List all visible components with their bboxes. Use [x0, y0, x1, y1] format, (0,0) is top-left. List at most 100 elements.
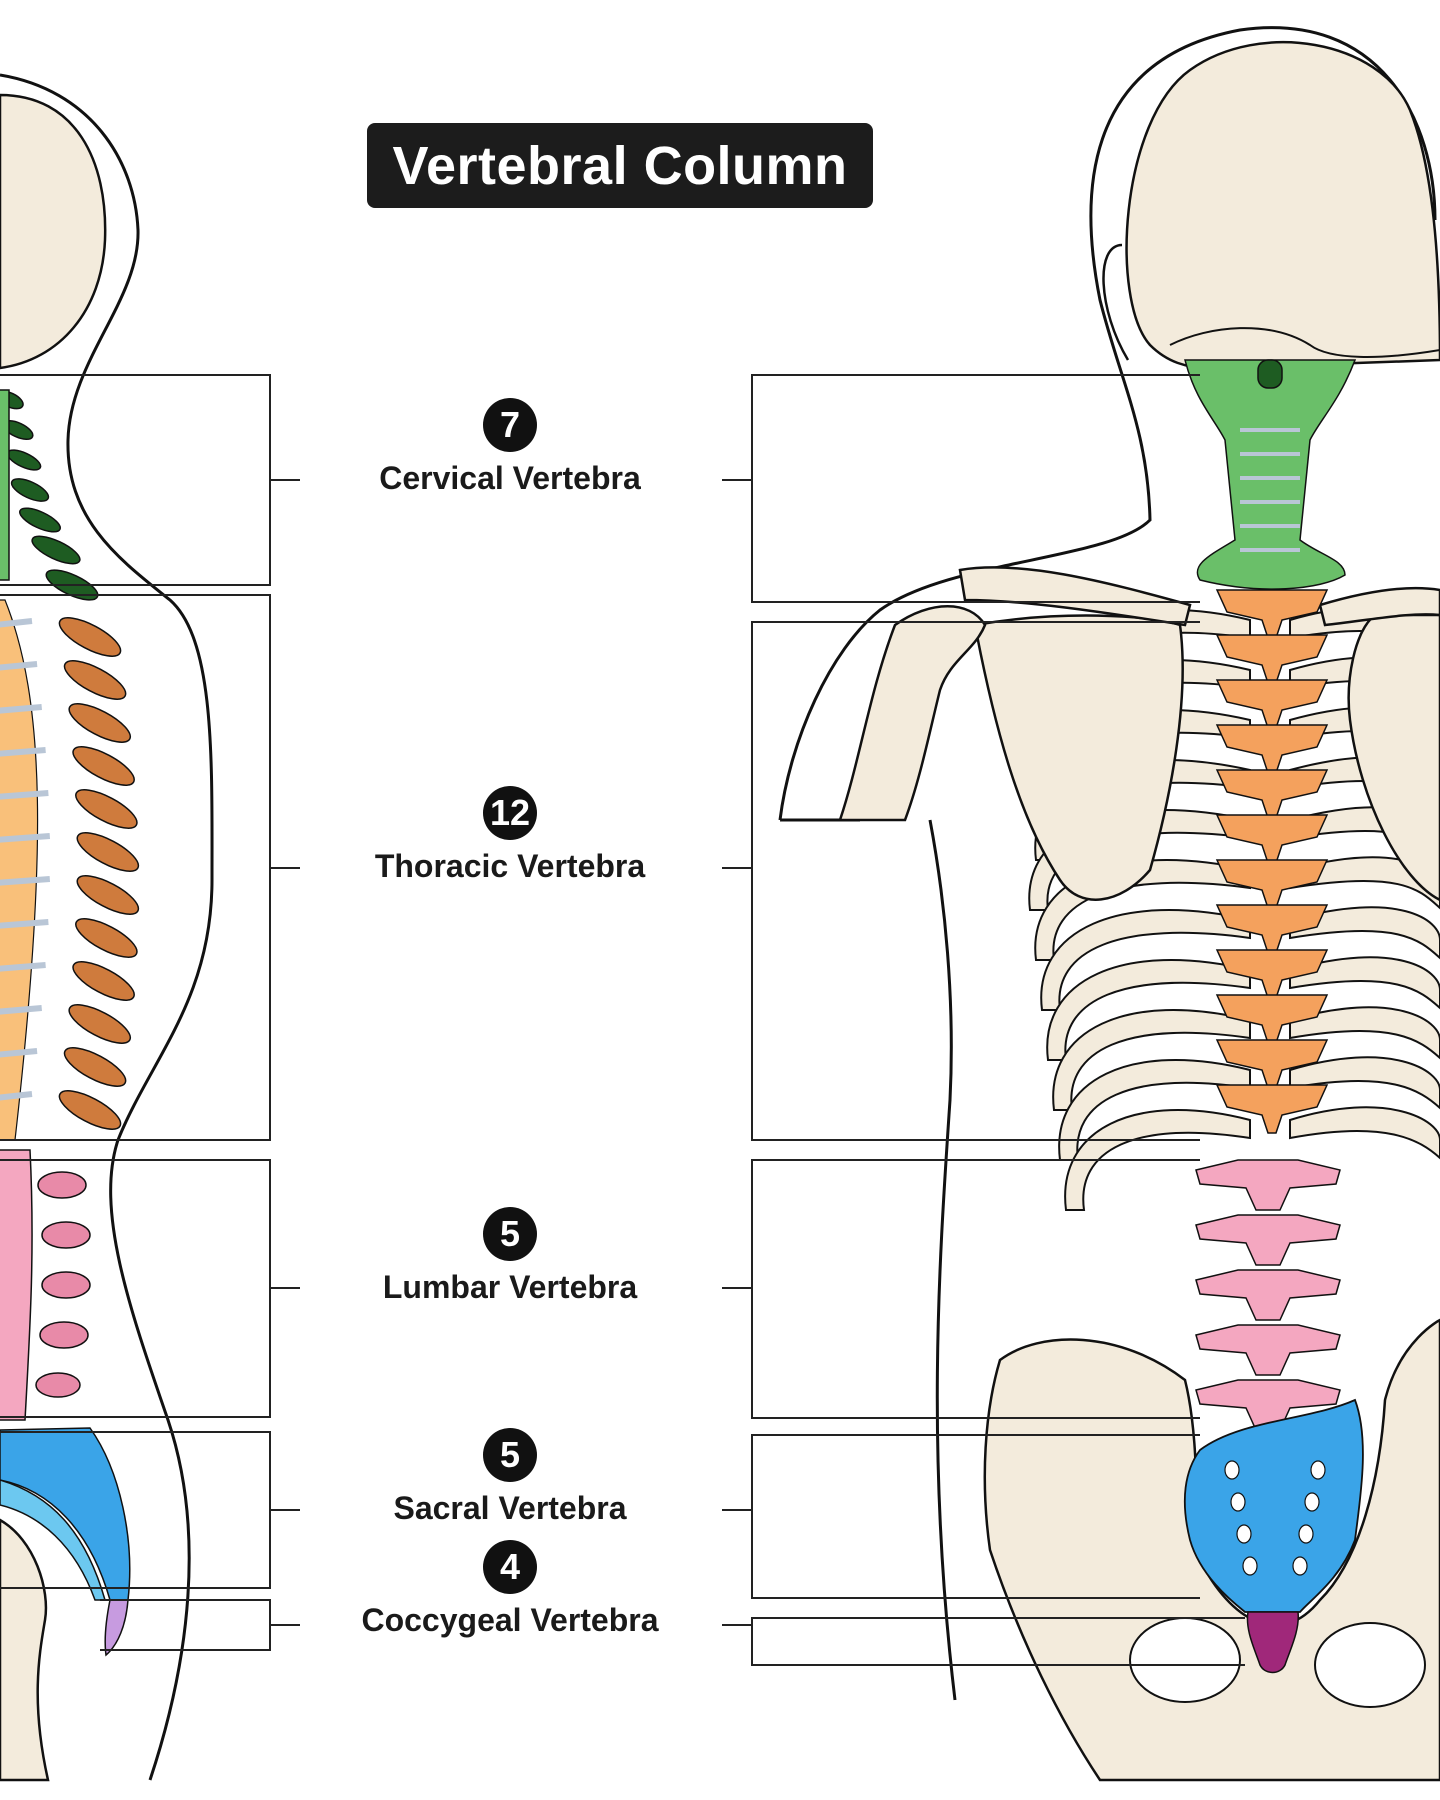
left-humerus — [838, 605, 987, 822]
lumbar-label-group: 5 Lumbar Vertebra — [330, 1207, 690, 1306]
diagram-title: Vertebral Column — [392, 135, 848, 196]
cervical-label-group: 7 Cervical Vertebra — [330, 398, 690, 497]
lumbar-vertebra — [1195, 1379, 1341, 1431]
lateral-spinous-process — [68, 703, 132, 743]
right-rib — [1289, 856, 1440, 910]
left-rib — [1064, 1109, 1251, 1211]
title-banner: Vertebral Column — [367, 123, 873, 208]
sacral-label: Sacral Vertebra — [393, 1490, 627, 1526]
lateral-disc — [0, 704, 42, 714]
coccygeal-label: Coccygeal Vertebra — [361, 1602, 659, 1638]
right-rib — [1289, 956, 1440, 1010]
right-rib — [1289, 1006, 1440, 1060]
sacral-foramen — [1304, 1492, 1320, 1512]
coccygeal-label-group: 4 Coccygeal Vertebra — [330, 1540, 690, 1639]
lateral-disc — [0, 876, 51, 886]
lateral-spinous-process — [58, 617, 122, 657]
lateral-spinous-process — [58, 1090, 122, 1130]
thoracic-vertebra — [1215, 859, 1329, 909]
sacral-foramen — [1298, 1524, 1314, 1544]
coccygeal-count-badge: 4 — [483, 1540, 537, 1594]
posterior-jaw — [1169, 327, 1440, 358]
lateral-coccyx — [104, 1599, 129, 1657]
thoracic-vertebra — [1215, 904, 1329, 954]
lumbar-vertebra — [1195, 1324, 1341, 1376]
lumbar-vertebra — [1195, 1159, 1341, 1211]
posterior-skull — [1125, 41, 1440, 370]
right-clavicle — [1318, 586, 1440, 627]
right-rib — [1289, 1056, 1440, 1110]
thoracic-count-badge: 12 — [483, 786, 537, 840]
lateral-view — [0, 73, 214, 1782]
lateral-spinous-process — [72, 746, 135, 786]
lateral-spinous-process — [75, 789, 138, 829]
sacral-foramen — [1224, 1460, 1240, 1480]
lateral-disc — [0, 790, 49, 800]
left-rib — [1046, 959, 1251, 1061]
lateral-spinous-process — [63, 660, 127, 700]
lateral-thoracic-spinous-processes — [58, 617, 140, 1130]
lateral-disc — [0, 1091, 33, 1101]
lumbar-label: Lumbar Vertebra — [382, 1269, 638, 1305]
lateral-disc — [0, 747, 46, 757]
cervical-count-badge: 7 — [483, 398, 537, 452]
cervical-label: Cervical Vertebra — [379, 460, 641, 496]
lateral-spinous-process — [76, 832, 140, 872]
posterior-coccyx — [1246, 1611, 1299, 1674]
lateral-disc — [0, 1048, 38, 1058]
sacral-foramen — [1230, 1492, 1246, 1512]
lumbar-vertebra — [1195, 1214, 1341, 1266]
posterior-ear — [1102, 243, 1130, 361]
lateral-pelvis — [0, 1518, 50, 1782]
lateral-disc — [0, 962, 46, 972]
lateral-disc — [0, 919, 49, 929]
lateral-thoracic-discs — [0, 618, 51, 1101]
lateral-body-outline — [0, 73, 214, 1781]
posterior-thoracic-vertebrae — [1215, 589, 1329, 1134]
sacral-foramen — [1292, 1556, 1308, 1576]
right-obturator — [1314, 1622, 1426, 1708]
thoracic-label-group: 12 Thoracic Vertebra — [330, 786, 690, 885]
lateral-spinous-process — [63, 1047, 127, 1087]
left-scapula — [973, 614, 1184, 901]
thoracic-vertebra — [1215, 949, 1329, 999]
lateral-lumbar — [0, 1149, 91, 1421]
sacral-foramen — [1310, 1460, 1326, 1480]
sacral-foramina — [1224, 1460, 1326, 1576]
thoracic-vertebra — [1215, 769, 1329, 819]
lateral-disc — [0, 1005, 42, 1015]
lateral-disc — [0, 618, 33, 628]
lumbar-vertebra — [1195, 1269, 1341, 1321]
right-rib — [1289, 1106, 1440, 1160]
posterior-sacrum — [1183, 1398, 1364, 1613]
lateral-spinous-process — [76, 875, 140, 915]
lateral-thoracic-bodies — [0, 599, 39, 1141]
lateral-skull — [0, 93, 107, 370]
posterior-cervical-discs — [1240, 428, 1300, 552]
thoracic-vertebra — [1215, 814, 1329, 864]
left-rib — [1040, 909, 1251, 1011]
sacral-count-badge: 5 — [483, 1428, 537, 1482]
sacral-foramen — [1242, 1556, 1258, 1576]
sacral-label-group: 5 Sacral Vertebra — [330, 1428, 690, 1527]
thoracic-vertebra — [1215, 1084, 1329, 1134]
sacral-foramen — [1236, 1524, 1252, 1544]
left-rib — [1052, 1009, 1251, 1111]
lumbar-count-badge: 5 — [483, 1207, 537, 1261]
lateral-cervical-bodies — [0, 389, 10, 581]
left-brackets — [0, 374, 300, 1651]
left-obturator — [1129, 1617, 1241, 1703]
lateral-spinous-process — [68, 1004, 132, 1044]
thoracic-label: Thoracic Vertebra — [374, 848, 646, 884]
posterior-lumbar-vertebrae — [1195, 1159, 1341, 1431]
right-brackets — [722, 374, 1245, 1666]
right-rib — [1289, 906, 1440, 960]
right-scapula — [1347, 613, 1440, 902]
posterior-cervical — [1184, 359, 1357, 590]
lateral-disc — [0, 833, 51, 843]
lateral-spinous-process — [75, 918, 138, 958]
posterior-view — [778, 26, 1440, 1782]
lateral-disc — [0, 661, 38, 671]
lateral-cervical-spine — [0, 390, 99, 601]
